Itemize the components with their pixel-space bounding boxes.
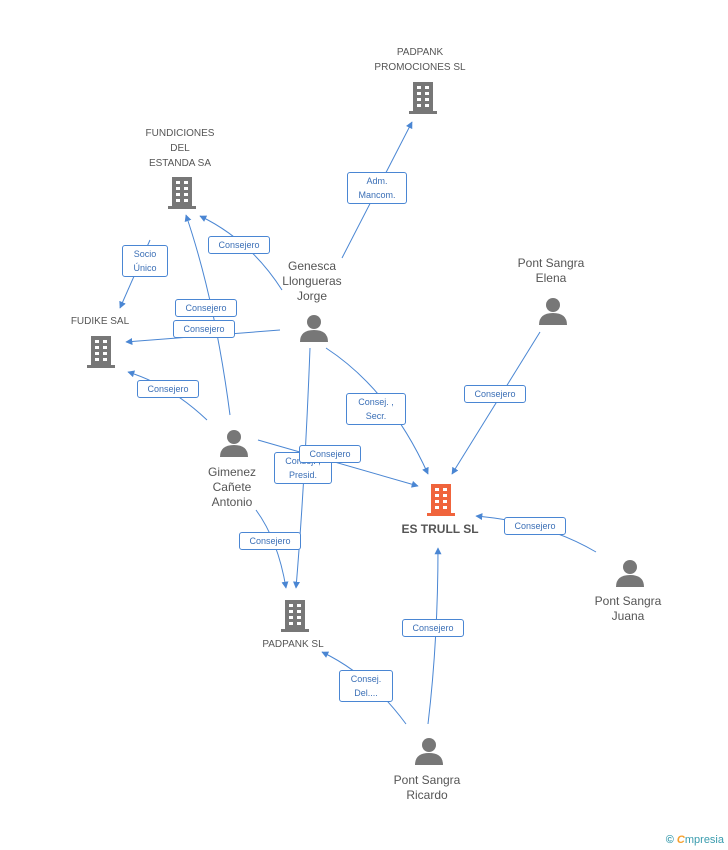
label-line: Consejero — [147, 384, 189, 394]
label-line: Pont Sangra — [517, 256, 585, 270]
label-line: PROMOCIONES SL — [374, 62, 466, 73]
edge-label-consejero[interactable]: Consejero — [137, 380, 199, 398]
edge-label-consejero[interactable]: Consejero — [239, 532, 301, 550]
label-line: Presid. — [288, 470, 317, 480]
label-line: Llongueras — [282, 274, 342, 288]
person-icon — [300, 315, 328, 342]
building-icon — [168, 177, 196, 209]
label-line: Socio — [133, 249, 157, 259]
person-icon — [616, 560, 644, 587]
label-line: Jorge — [296, 289, 328, 303]
label-line: Cañete — [212, 480, 252, 494]
building-icon — [87, 336, 115, 368]
person-icon — [220, 430, 248, 457]
label-line: Consejero — [412, 623, 454, 633]
brand-initial: C — [676, 834, 685, 846]
label-line: Consej. , — [358, 397, 394, 407]
node-label-fundiciones[interactable]: FUNDICIONES DEL ESTANDA SA — [130, 126, 230, 171]
building-icon-main — [427, 484, 455, 516]
edge-elena-estrull — [451, 331, 541, 475]
edge-label-consejero[interactable]: Consejero — [504, 517, 566, 535]
label-line: Antonio — [211, 495, 253, 509]
edge-label-consejero[interactable]: Consejero — [464, 385, 526, 403]
edge-gimenez-estrull — [257, 439, 419, 488]
label-line: Consejero — [249, 536, 291, 546]
edge-label-consej-del[interactable]: Consej. Del.... — [339, 670, 393, 702]
label-line: Adm. — [366, 176, 388, 186]
label-line: Único — [133, 263, 157, 273]
label-line: PADPANK SL — [262, 639, 324, 650]
node-label-gimenez[interactable]: Gimenez Cañete Antonio — [182, 465, 282, 510]
edge-ricardo-estrull — [427, 547, 442, 725]
label-line: Genesca — [287, 259, 337, 273]
node-label-es-trull[interactable]: ES TRULL SL — [390, 522, 490, 536]
label-line: Secr. — [365, 411, 387, 421]
label-line: Mancom. — [358, 190, 396, 200]
edge-label-consejero[interactable]: Consejero — [402, 619, 464, 637]
label-line: Consejero — [309, 449, 351, 459]
copyright-symbol: © — [665, 834, 674, 846]
edge-label-socio-unico[interactable]: Socio Único — [122, 245, 168, 277]
node-label-padpank-promociones[interactable]: PADPANK PROMOCIONES SL — [360, 45, 480, 75]
label-line: Elena — [535, 271, 567, 285]
label-line: FUDIKE SAL — [70, 316, 130, 327]
person-icon — [539, 298, 567, 325]
label-line: Gimenez — [207, 465, 257, 479]
edge-label-adm-mancom[interactable]: Adm. Mancom. — [347, 172, 407, 204]
label-line: Del.... — [354, 688, 378, 698]
label-line: PADPANK — [396, 47, 444, 58]
building-icon — [409, 82, 437, 114]
edge-label-consejero[interactable]: Consejero — [208, 236, 270, 254]
label-line: Consejero — [514, 521, 556, 531]
label-line: Consejero — [218, 240, 260, 250]
node-label-padpank-sl[interactable]: PADPANK SL — [243, 637, 343, 652]
label-line: FUNDICIONES — [145, 128, 215, 139]
node-label-genesca[interactable]: Genesca Llongueras Jorge — [262, 259, 362, 304]
label-line: ESTANDA SA — [148, 158, 212, 169]
edge-label-consejero[interactable]: Consejero — [299, 445, 361, 463]
label-line: Pont Sangra — [594, 594, 662, 608]
node-label-pont-juana[interactable]: Pont Sangra Juana — [578, 594, 678, 624]
label-line: Consejero — [183, 324, 225, 334]
brand-name: mpresia — [684, 834, 724, 846]
label-line: Ricardo — [406, 788, 448, 802]
label-line: Juana — [611, 609, 645, 623]
label-line: Consej. — [350, 674, 382, 684]
node-label-pont-ricardo[interactable]: Pont Sangra Ricardo — [377, 773, 477, 803]
building-icon — [281, 600, 309, 632]
edge-label-consejero[interactable]: Consejero — [173, 320, 235, 338]
label-line: Pont Sangra — [393, 773, 461, 787]
edge-label-consejero[interactable]: Consejero — [175, 299, 237, 317]
label-line: ES TRULL SL — [401, 522, 479, 536]
edge-label-consej-secr[interactable]: Consej. , Secr. — [346, 393, 406, 425]
empresia-logo: © Cmpresia — [666, 834, 724, 846]
label-line: DEL — [170, 143, 190, 154]
node-label-fudike[interactable]: FUDIKE SAL — [50, 314, 150, 329]
person-icon — [415, 738, 443, 765]
node-label-pont-elena[interactable]: Pont Sangra Elena — [501, 256, 601, 286]
label-line: Consejero — [185, 303, 227, 313]
label-line: Consejero — [474, 389, 516, 399]
